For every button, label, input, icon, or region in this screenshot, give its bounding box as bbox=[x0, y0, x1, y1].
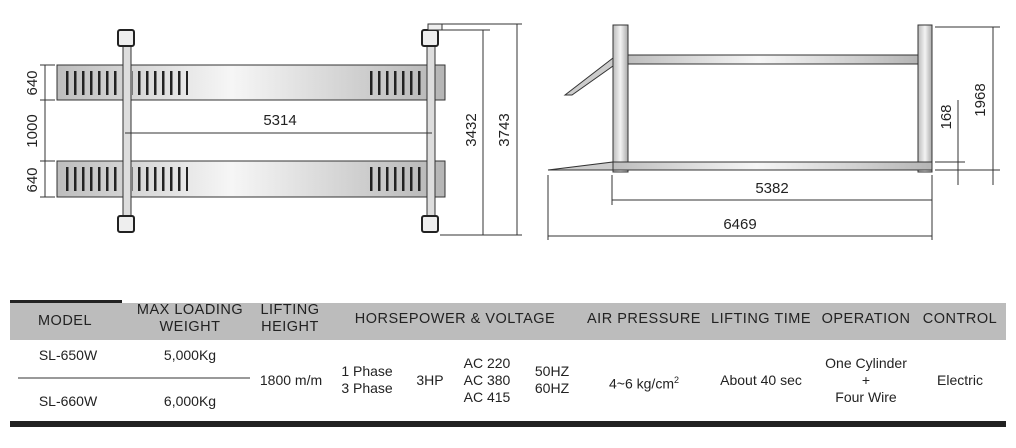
voltage-2: AC 380 bbox=[463, 372, 511, 388]
header-lifting-time: LIFTING TIME bbox=[711, 311, 811, 327]
header-weight: WEIGHT bbox=[159, 319, 221, 335]
lifting-height: 1800 m/m bbox=[259, 372, 323, 388]
table-top-rule bbox=[10, 300, 122, 303]
operation-1: One Cylinder bbox=[825, 355, 907, 371]
dim-5314: 5314 bbox=[263, 112, 296, 129]
post-icon bbox=[117, 29, 439, 233]
control: Electric bbox=[937, 372, 983, 388]
header-model: MODEL bbox=[37, 313, 93, 329]
dim-3432: 3432 bbox=[463, 113, 480, 146]
dim-1968: 1968 bbox=[972, 83, 989, 116]
row2-model: SL-660W bbox=[38, 393, 98, 409]
side-view bbox=[547, 24, 1000, 240]
header-height: HEIGHT bbox=[261, 319, 319, 335]
freq-2: 60HZ bbox=[534, 380, 570, 396]
header-control: CONTROL bbox=[922, 311, 998, 327]
header-lifting: LIFTING bbox=[260, 302, 320, 318]
runway-top bbox=[56, 64, 446, 101]
row-separator bbox=[18, 377, 250, 379]
freq-1: 50HZ bbox=[534, 363, 570, 379]
air-pressure-value: 4~6 kg/cm bbox=[609, 375, 674, 392]
drawing: 640 1000 640 5314 3432 3743 168 1968 538… bbox=[24, 23, 1000, 240]
row1-weight: 5,000Kg bbox=[163, 347, 217, 363]
voltage-1: AC 220 bbox=[463, 355, 511, 371]
table-header bbox=[10, 303, 1006, 340]
header-max-loading: MAX LOADING bbox=[136, 302, 244, 318]
operation-2: + bbox=[861, 372, 871, 388]
row1-model: SL-650W bbox=[38, 347, 98, 363]
dim-3743: 3743 bbox=[496, 113, 513, 146]
header-hp-voltage: HORSEPOWER & VOLTAGE bbox=[354, 311, 556, 327]
header-operation: OPERATION bbox=[821, 311, 911, 327]
air-pressure-sup: 2 bbox=[673, 375, 679, 385]
dim-640-top: 640 bbox=[24, 70, 41, 95]
dim-6469: 6469 bbox=[723, 216, 756, 233]
table-bottom-rule bbox=[10, 421, 1006, 427]
dim-640-bottom: 640 bbox=[24, 167, 41, 192]
dim-5382: 5382 bbox=[755, 180, 788, 197]
lifting-time: About 40 sec bbox=[720, 372, 802, 388]
row2-weight: 6,000Kg bbox=[163, 393, 217, 409]
air-pressure: 4~6 kg/cm2 bbox=[609, 372, 679, 393]
top-view bbox=[40, 23, 522, 236]
voltage-3: AC 415 bbox=[463, 389, 511, 405]
phase-1: 1 Phase bbox=[341, 363, 393, 379]
phase-2: 3 Phase bbox=[341, 380, 393, 396]
horsepower: 3HP bbox=[416, 372, 444, 388]
operation-3: Four Wire bbox=[835, 389, 897, 405]
dim-1000: 1000 bbox=[24, 114, 41, 147]
runway-bottom bbox=[56, 160, 446, 198]
dim-168: 168 bbox=[938, 104, 955, 129]
header-air-pressure: AIR PRESSURE bbox=[587, 311, 701, 327]
